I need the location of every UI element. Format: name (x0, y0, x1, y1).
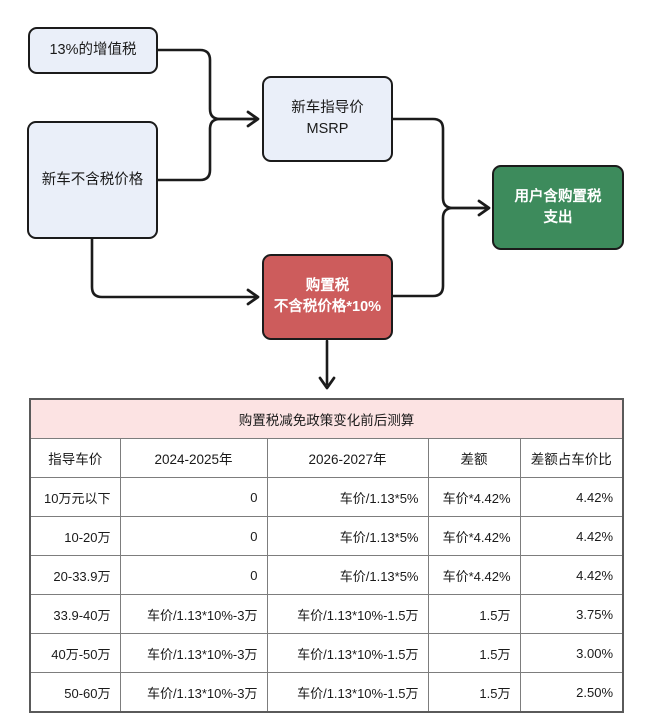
node-purchase-tax-line-0: 购置税 (305, 278, 350, 295)
column-header-difference: 差额 (427, 438, 521, 478)
table-cell: 车价/1.13*5% (266, 477, 429, 517)
node-net-price[interactable]: 新车不含税价格 (27, 121, 158, 239)
calculation-table-container: 购置税减免政策变化前后测算 指导车价 2024-2025年 2026-2027年… (28, 398, 625, 713)
node-msrp-line-1: MSRP (306, 121, 349, 137)
node-user-spend-line-0: 用户含购置税 (514, 188, 602, 205)
flow-connectors (90, 48, 491, 390)
table-cell: 车价/1.13*10%-1.5万 (266, 594, 429, 634)
connector-vat-to-msrp (156, 48, 257, 121)
table-cell: 车价*4.42% (427, 516, 521, 556)
column-header-diff-ratio: 差额占车价比 (519, 438, 625, 478)
table-cell: 车价*4.42% (427, 555, 521, 595)
node-user-spend-line-1: 支出 (543, 209, 573, 226)
table-cell: 4.42% (519, 477, 625, 517)
node-vat[interactable]: 13%的增值税 (28, 27, 158, 74)
table-cell: 1.5万 (427, 633, 521, 673)
node-msrp-line-0: 新车指导价 (291, 100, 364, 117)
table-cell: 20-33.9万 (29, 555, 121, 595)
table-cell: 车价/1.13*10%-1.5万 (266, 633, 429, 673)
connector-purchase-to-userspend (391, 206, 488, 298)
node-purchase-tax-line-1: 不含税价格*10% (273, 299, 382, 315)
column-header-2024-2025: 2024-2025年 (119, 438, 268, 478)
table-cell: 3.00% (519, 633, 625, 673)
table-header-row: 指导车价 2024-2025年 2026-2027年 差额 差额占车价比 (29, 438, 625, 478)
table-cell: 33.9-40万 (29, 594, 121, 634)
table-cell: 50-60万 (29, 672, 121, 713)
table-cell: 车价/1.13*10%-3万 (119, 594, 268, 634)
connector-netprice-to-purchase (90, 237, 257, 299)
table-cell: 40万-50万 (29, 633, 121, 673)
node-purchase-tax[interactable]: 购置税 不含税价格*10% (262, 254, 393, 340)
table-cell: 3.75% (519, 594, 625, 634)
table-cell: 1.5万 (427, 672, 521, 713)
node-net-price-line-0: 新车不含税价格 (41, 171, 144, 188)
table-cell: 0 (119, 477, 268, 517)
table-cell: 车价/1.13*5% (266, 555, 429, 595)
table-title-row: 购置税减免政策变化前后测算 (28, 398, 625, 439)
table-cell: 4.42% (519, 516, 625, 556)
table-cell: 车价*4.42% (427, 477, 521, 517)
column-header-2026-2027: 2026-2027年 (266, 438, 429, 478)
table-cell: 10万元以下 (29, 477, 121, 517)
arrowhead-to-table (318, 376, 336, 390)
calculation-table: 购置税减免政策变化前后测算 指导车价 2024-2025年 2026-2027年… (28, 398, 625, 713)
table-cell: 1.5万 (427, 594, 521, 634)
table-cell: 车价/1.13*10%-3万 (119, 672, 268, 713)
node-msrp[interactable]: 新车指导价 MSRP (262, 76, 393, 162)
table-cell: 2.50% (519, 672, 625, 713)
node-user-spend[interactable]: 用户含购置税 支出 (492, 165, 624, 250)
table-cell: 车价/1.13*10%-3万 (119, 633, 268, 673)
table-cell: 车价/1.13*5% (266, 516, 429, 556)
arrowhead-to-purchase (246, 288, 260, 306)
table-cell: 0 (119, 516, 268, 556)
column-header-guide-price: 指导车价 (29, 438, 121, 478)
arrowhead-to-userspend (477, 199, 491, 217)
table-cell: 4.42% (519, 555, 625, 595)
connector-netprice-to-msrp (156, 117, 257, 182)
table-cell: 10-20万 (29, 516, 121, 556)
connector-msrp-to-userspend (391, 117, 488, 210)
table-cell: 0 (119, 555, 268, 595)
node-vat-line-0: 13%的增值税 (49, 42, 137, 59)
table-title: 购置税减免政策变化前后测算 (28, 398, 625, 439)
arrowhead-to-msrp (246, 110, 260, 128)
table-cell: 车价/1.13*10%-1.5万 (266, 672, 429, 713)
